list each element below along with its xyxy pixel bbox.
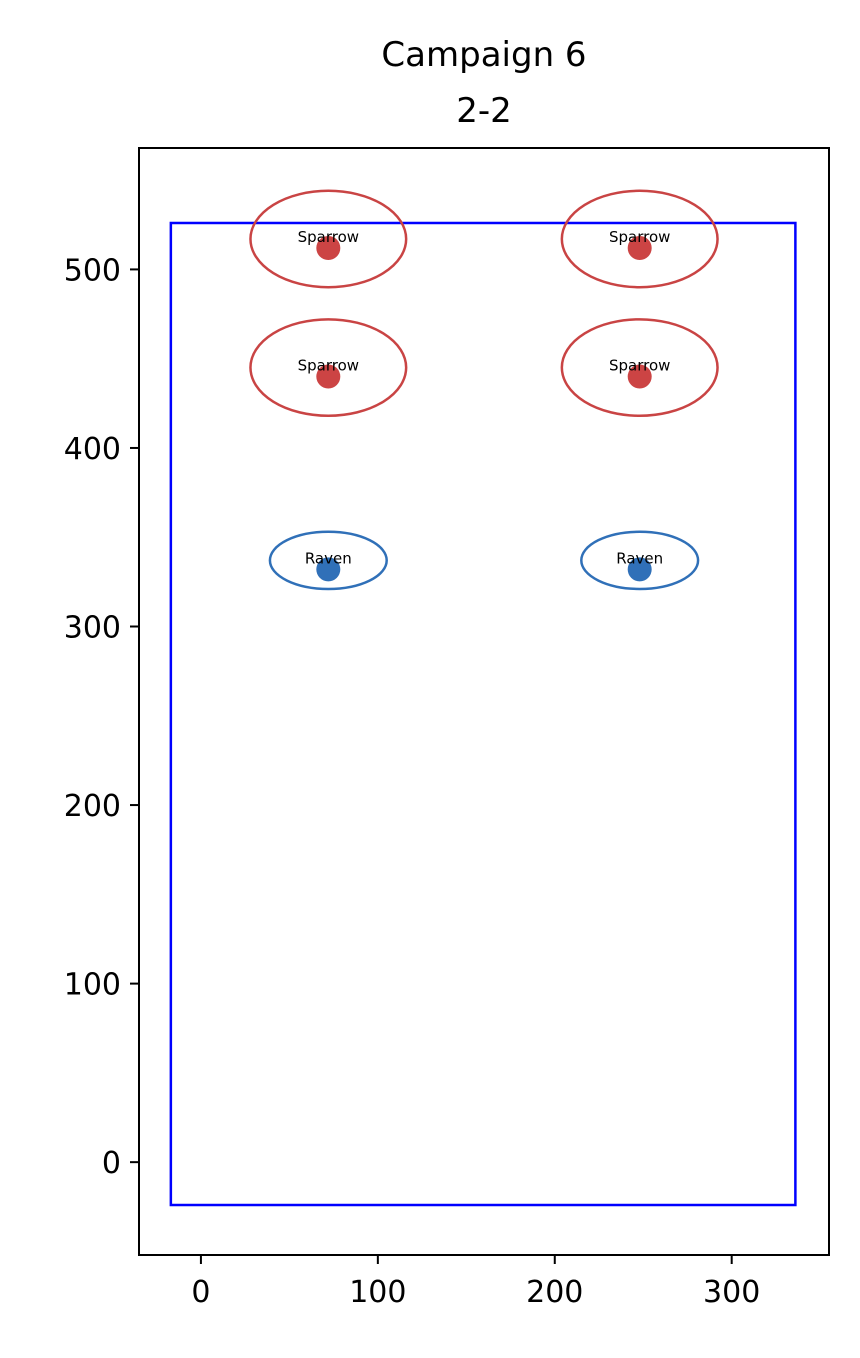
point-marker-4 [316, 557, 341, 582]
point-label-1: Sparrow [609, 228, 670, 246]
point-label-0: Sparrow [298, 228, 359, 246]
y-tick-label-200: 200 [64, 789, 121, 824]
point-marker-3 [627, 364, 652, 389]
y-tick-label-500: 500 [64, 253, 121, 288]
point-label-5: Raven [616, 549, 663, 567]
point-marker-1 [627, 235, 652, 260]
point-ring-5 [580, 530, 700, 591]
point-ring-0 [249, 189, 408, 289]
y-tick-label-400: 400 [64, 432, 121, 467]
chart-title-line-2: 2-2 [456, 91, 512, 131]
x-tick-label-300: 300 [703, 1275, 760, 1310]
chart-title-line-1: Campaign 6 [381, 35, 586, 75]
point-ring-2 [249, 318, 408, 417]
axes-frame [138, 147, 830, 1256]
point-label-3: Sparrow [609, 357, 670, 375]
point-ring-3 [560, 318, 719, 417]
x-tick-label-200: 200 [526, 1275, 583, 1310]
point-label-4: Raven [305, 549, 352, 567]
y-tick-label-0: 0 [102, 1146, 121, 1181]
point-marker-5 [627, 557, 652, 582]
x-tick-label-100: 100 [349, 1275, 406, 1310]
y-tick-label-300: 300 [64, 611, 121, 646]
point-label-2: Sparrow [298, 357, 359, 375]
point-marker-0 [316, 235, 341, 260]
point-ring-4 [268, 530, 388, 591]
y-tick-label-100: 100 [64, 968, 121, 1003]
boundary-rect [169, 221, 797, 1207]
point-ring-1 [560, 189, 719, 289]
point-marker-2 [316, 364, 341, 389]
x-tick-label-0: 0 [191, 1275, 210, 1310]
